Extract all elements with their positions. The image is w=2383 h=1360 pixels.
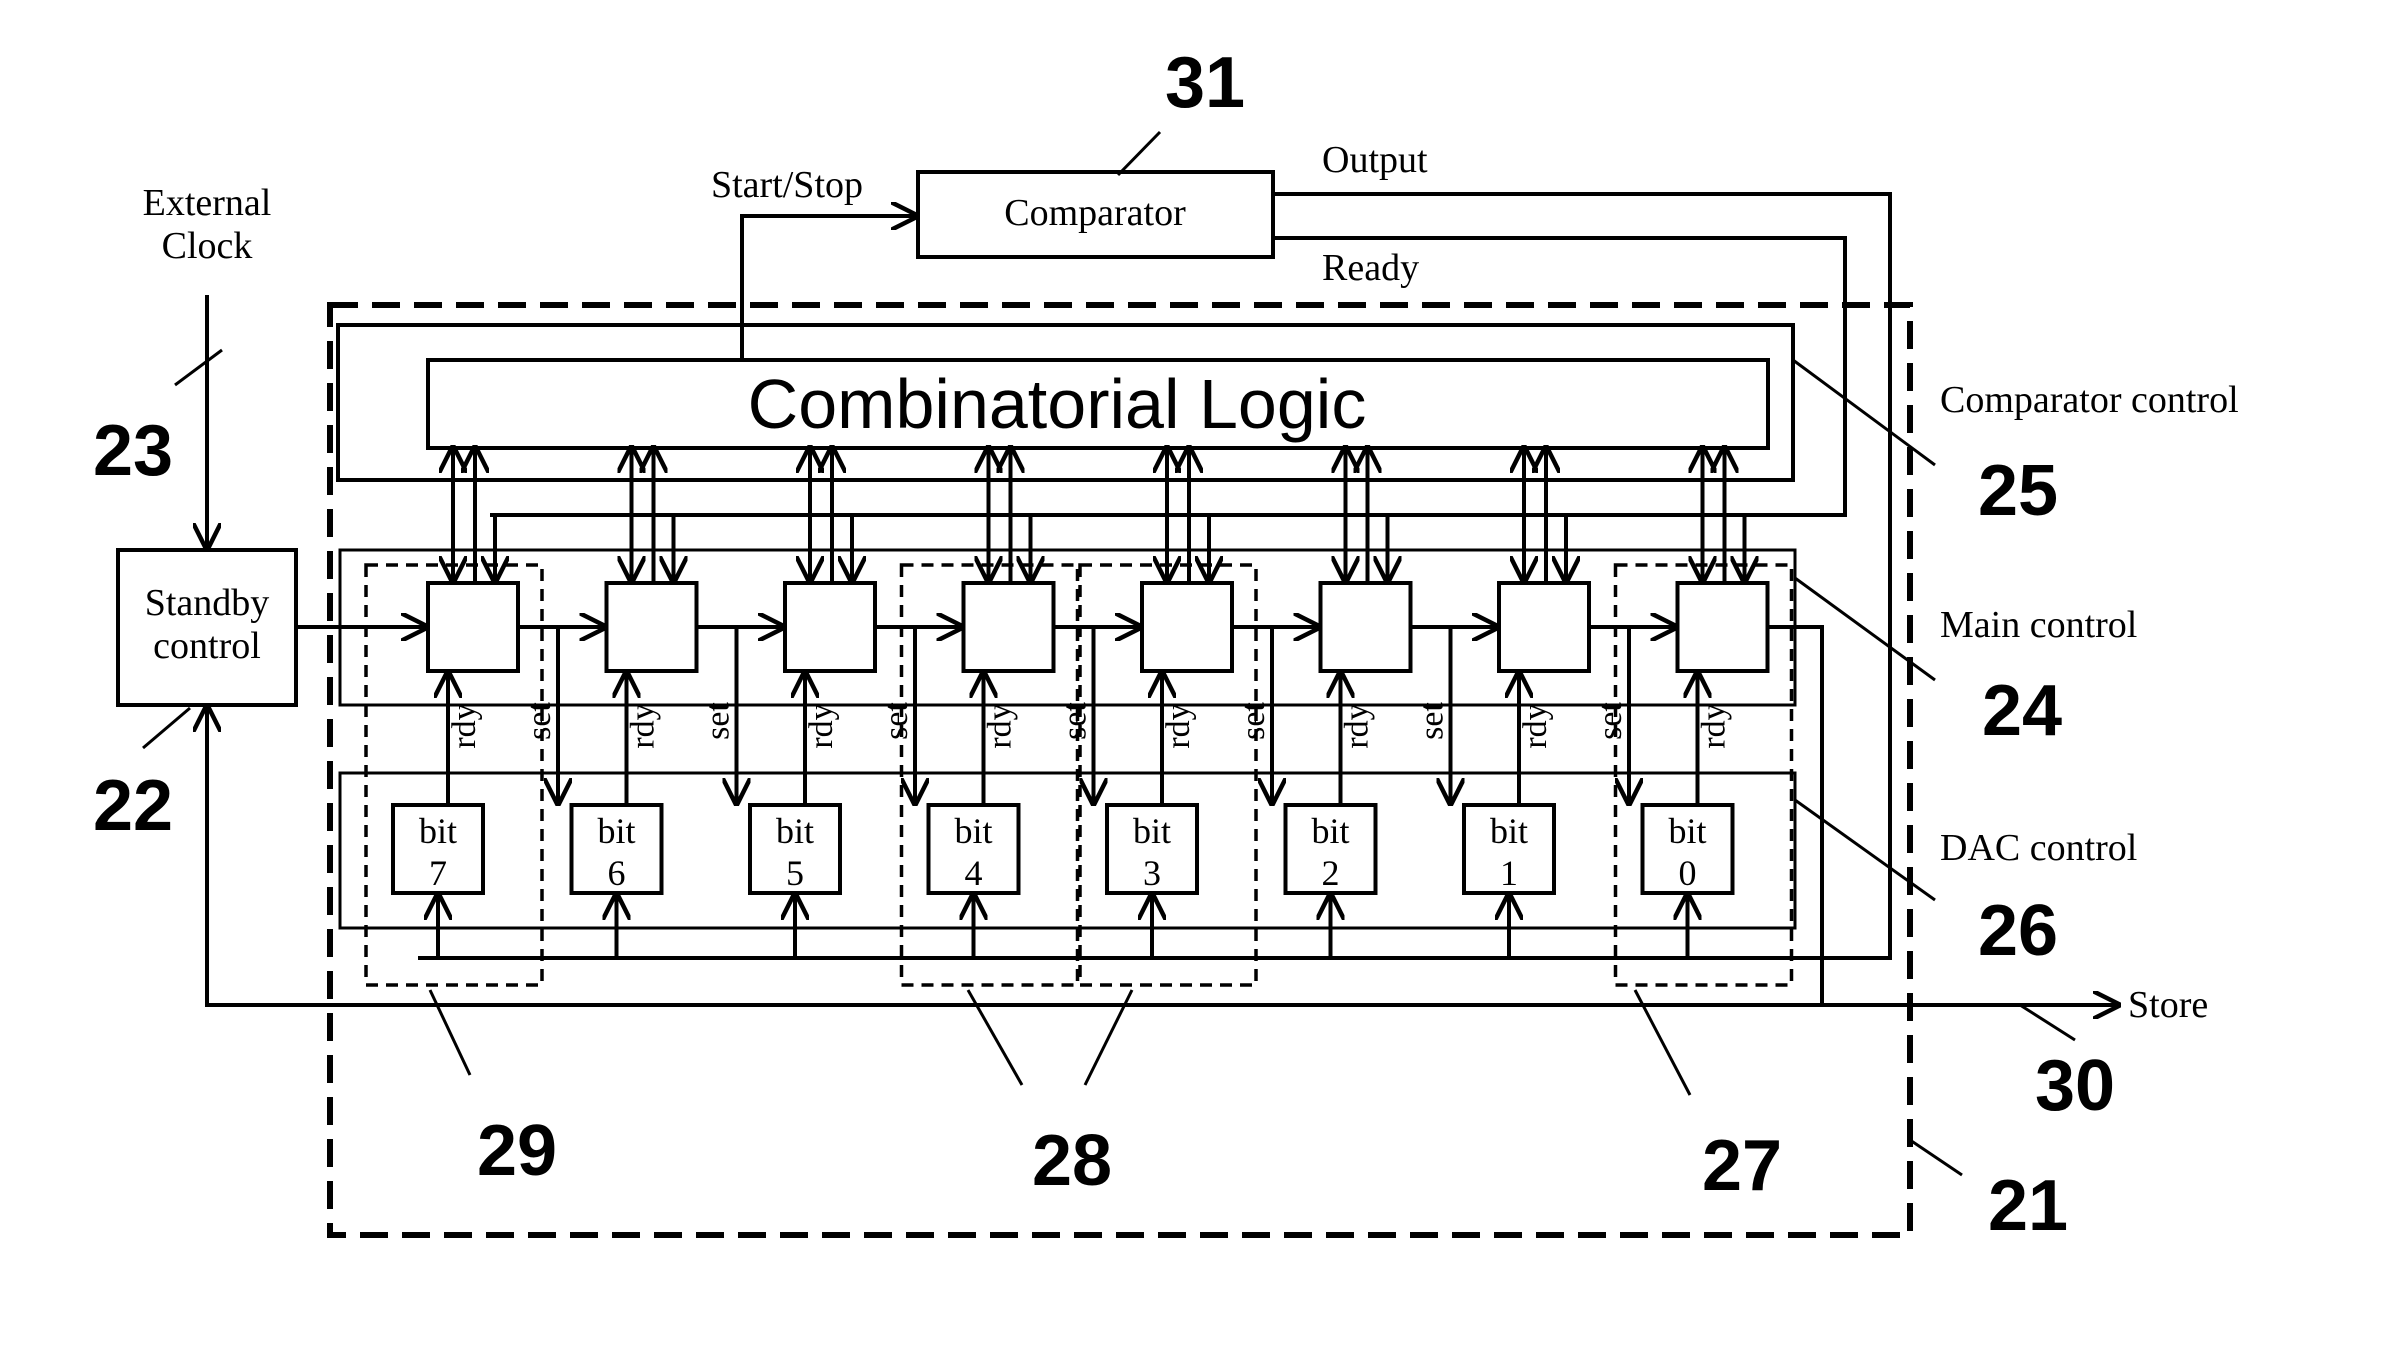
main-cell-5 [785, 583, 875, 671]
dac-bit-label-6: bit [597, 811, 635, 851]
dac-bit-number-4: 4 [965, 853, 983, 893]
dac-bit-number-3: 3 [1143, 853, 1161, 893]
dac-bit-number-5: 5 [786, 853, 804, 893]
pointer-30 [2020, 1005, 2075, 1040]
dac-bit-label-0: bit [1668, 811, 1706, 851]
pointer-23 [175, 350, 222, 385]
dac-bit-number-7: 7 [429, 853, 447, 893]
pointer-21 [1910, 1140, 1962, 1175]
main-cell-7 [428, 583, 518, 671]
numeral-26: 26 [1978, 891, 2058, 971]
rdy-label-0: rdy [1696, 703, 1733, 748]
set-label-0: set [1592, 702, 1629, 740]
numeral-27: 27 [1702, 1126, 1782, 1206]
rdy-label-1: rdy [1517, 703, 1554, 748]
numeral-25: 25 [1978, 451, 2058, 531]
rdy-label-3: rdy [1160, 703, 1197, 748]
dac-bit-label-7: bit [419, 811, 457, 851]
pointer-26 [1795, 800, 1935, 900]
dac-bit-number-6: 6 [608, 853, 626, 893]
set-label-2: set [1235, 702, 1272, 740]
dac-bit-label-4: bit [954, 811, 992, 851]
numeral-24: 24 [1982, 671, 2062, 751]
dac-bit-label-1: bit [1490, 811, 1528, 851]
rdy-label-4: rdy [982, 703, 1019, 748]
standby-label-line2: control [153, 625, 261, 667]
standby-label-line1: Standby [145, 582, 270, 624]
dac-bit-number-0: 0 [1679, 853, 1697, 893]
pointer-22 [143, 708, 190, 748]
numeral-22: 22 [93, 766, 173, 846]
dac-control-label: DAC control [1940, 827, 2137, 869]
main-cell-2 [1321, 583, 1411, 671]
pointer-31 [1118, 132, 1160, 175]
start-stop-label: Start/Stop [711, 164, 863, 206]
numeral-29: 29 [477, 1111, 557, 1191]
store-label: Store [2128, 984, 2208, 1026]
dac-bit-number-2: 2 [1322, 853, 1340, 893]
external-clock-line2: Clock [162, 225, 253, 267]
main-cell-6 [607, 583, 697, 671]
rdy-label-6: rdy [625, 703, 662, 748]
dac-bit-label-3: bit [1133, 811, 1171, 851]
dac-bit-label-2: bit [1311, 811, 1349, 851]
rdy-label-5: rdy [803, 703, 840, 748]
comparator-control-label: Comparator control [1940, 379, 2239, 421]
dac-bit-number-1: 1 [1500, 853, 1518, 893]
main-cell-0 [1678, 583, 1768, 671]
dac-bit-label-5: bit [776, 811, 814, 851]
comparator-label: Comparator [1004, 192, 1186, 234]
numeral-23: 23 [93, 411, 173, 491]
numeral-21: 21 [1988, 1166, 2068, 1246]
set-label-3: set [1057, 702, 1094, 740]
rdy-label-2: rdy [1339, 703, 1376, 748]
pointer-25 [1793, 360, 1935, 465]
main-control-label: Main control [1940, 604, 2137, 646]
set-label-5: set [700, 702, 737, 740]
set-label-6: set [521, 702, 558, 740]
output-label: Output [1322, 139, 1428, 181]
numeral-31: 31 [1165, 43, 1245, 123]
bit-cells: bit7rdysetbit6rdysetbit5rdysetbit4rdyset… [366, 448, 1792, 985]
combinatorial-logic-label: Combinatorial Logic [748, 365, 1367, 443]
main-cell-1 [1499, 583, 1589, 671]
ready-label: Ready [1322, 247, 1419, 289]
numeral-30: 30 [2035, 1046, 2115, 1126]
pointer-29 [430, 990, 470, 1075]
main-cell-4 [964, 583, 1054, 671]
numeral-28: 28 [1032, 1121, 1112, 1201]
rdy-label-7: rdy [446, 703, 483, 748]
external-clock-line1: External [143, 182, 272, 224]
set-label-4: set [878, 702, 915, 740]
set-label-1: set [1414, 702, 1451, 740]
main-cell-3 [1142, 583, 1232, 671]
